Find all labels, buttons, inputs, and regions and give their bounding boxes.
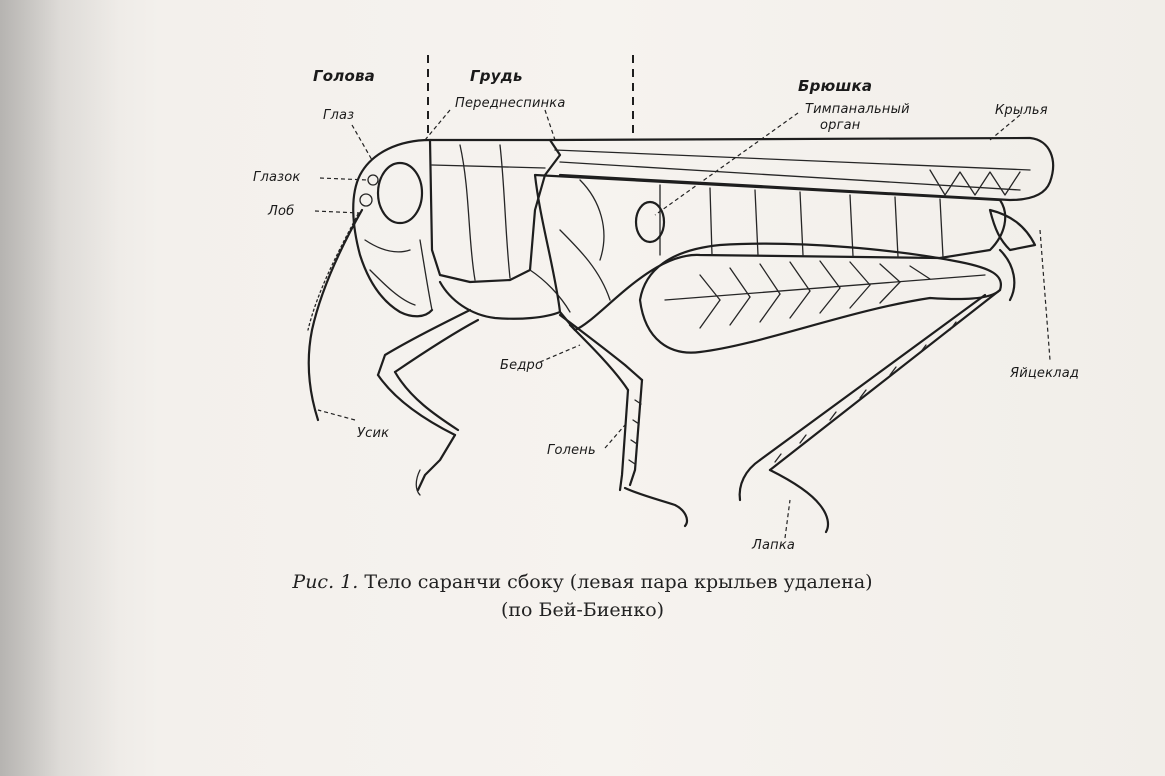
label-abdomen: Брюшка [798, 77, 872, 95]
label-thorax: Грудь [470, 67, 523, 85]
hind-tibia-drawing [740, 290, 1000, 532]
wings-drawing [550, 138, 1053, 200]
label-tibia: Голень [547, 443, 596, 458]
compound-eye [378, 163, 422, 223]
label-frons: Лоб [268, 204, 294, 219]
label-head: Голова [313, 67, 375, 85]
figure-caption-line1: Рис. 1. Тело саранчи сбоку (левая пара к… [0, 571, 1165, 593]
label-tympanal-organ-1: Тимпанальный [805, 102, 910, 117]
head-drawing [353, 140, 432, 316]
ocellus-dot [368, 175, 378, 185]
caption-text: Тело саранчи сбоку (левая пара крыльев у… [364, 571, 872, 593]
label-tympanal-organ-2: орган [820, 118, 861, 133]
label-tarsus: Лапка [752, 538, 795, 553]
front-leg-drawing [378, 310, 478, 495]
label-wings: Крылья [995, 103, 1048, 118]
label-femur: Бедро [500, 358, 543, 373]
label-ovipositor: Яйцеклад [1010, 366, 1079, 381]
label-ocellus: Глазок [253, 170, 300, 185]
hind-femur-drawing [640, 244, 1001, 353]
thorax-drawing [430, 140, 570, 319]
antenna-drawing [308, 210, 362, 420]
label-eye: Глаз [323, 108, 354, 123]
figure-caption-line2: (по Бей-Биенко) [0, 599, 1165, 621]
ovipositor-drawing [990, 210, 1035, 300]
label-antenna: Усик [357, 426, 389, 441]
figure-number: Рис. 1. [292, 571, 358, 593]
label-pronotum: Переднеспинка [455, 96, 566, 111]
